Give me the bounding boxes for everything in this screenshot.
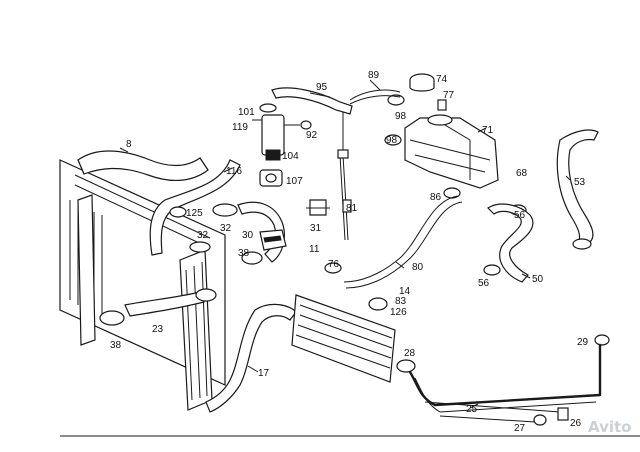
label-28: 28 bbox=[404, 348, 416, 359]
auxiliary-pump-104 bbox=[252, 103, 312, 161]
thermostat-housing-30 bbox=[259, 229, 287, 251]
hose-53 bbox=[556, 129, 599, 250]
hose-80 bbox=[343, 195, 463, 289]
label-77: 77 bbox=[443, 90, 455, 101]
label-68: 68 bbox=[516, 168, 528, 179]
label-98-upper: 98 bbox=[395, 111, 407, 122]
label-38-lower: 38 bbox=[110, 340, 122, 351]
label-119: 119 bbox=[232, 122, 248, 133]
label-95: 95 bbox=[316, 82, 328, 93]
oil-cooler-14 bbox=[291, 294, 396, 383]
label-104: 104 bbox=[282, 151, 299, 162]
expansion-tank-71 bbox=[404, 73, 499, 189]
label-56-upper: 56 bbox=[514, 210, 526, 221]
label-50: 50 bbox=[532, 274, 544, 285]
label-126: 126 bbox=[390, 307, 407, 318]
label-116: 116 bbox=[226, 166, 242, 177]
hose-8 bbox=[77, 150, 209, 181]
label-92: 92 bbox=[306, 130, 318, 141]
label-32-right: 32 bbox=[220, 223, 232, 234]
label-86: 86 bbox=[430, 192, 442, 203]
label-31: 31 bbox=[310, 223, 322, 234]
label-32-left: 32 bbox=[197, 230, 209, 241]
label-107: 107 bbox=[286, 176, 303, 187]
label-26: 26 bbox=[570, 418, 582, 429]
label-8: 8 bbox=[126, 139, 132, 150]
label-76: 76 bbox=[328, 259, 340, 270]
label-27: 27 bbox=[514, 423, 526, 434]
hose-116 bbox=[149, 159, 241, 256]
hose-95 bbox=[271, 87, 353, 150]
label-23: 23 bbox=[152, 324, 164, 335]
sensor-rod-81 bbox=[337, 149, 352, 241]
label-29: 29 bbox=[577, 337, 589, 348]
label-17: 17 bbox=[258, 368, 270, 379]
part-labels: 95 89 74 77 101 119 92 104 98 98 71 8 11… bbox=[110, 70, 589, 434]
hose-50 bbox=[487, 203, 534, 283]
bracket-31 bbox=[306, 199, 330, 216]
label-38-upper: 38 bbox=[238, 248, 250, 259]
radiator bbox=[59, 159, 226, 411]
part-107 bbox=[259, 169, 283, 187]
label-56-lower: 56 bbox=[478, 278, 490, 289]
label-81: 81 bbox=[346, 203, 358, 214]
hose-23 bbox=[124, 288, 217, 317]
cooler-lines-25 bbox=[408, 343, 602, 426]
label-25: 25 bbox=[466, 404, 478, 415]
leader-lines bbox=[119, 79, 571, 409]
hose-17 bbox=[205, 303, 297, 413]
label-53: 53 bbox=[574, 177, 586, 188]
label-74: 74 bbox=[436, 74, 448, 85]
label-71: 71 bbox=[482, 125, 494, 136]
label-30: 30 bbox=[242, 230, 254, 241]
label-80: 80 bbox=[412, 262, 424, 273]
label-101: 101 bbox=[238, 107, 255, 118]
label-125: 125 bbox=[186, 208, 203, 219]
label-14: 14 bbox=[399, 286, 411, 297]
hose-89 bbox=[349, 89, 401, 105]
watermark: Avito bbox=[588, 418, 631, 436]
label-83: 83 bbox=[395, 296, 407, 307]
label-98-lower: 98 bbox=[386, 135, 398, 146]
label-11: 11 bbox=[309, 244, 320, 255]
label-89: 89 bbox=[368, 70, 380, 81]
